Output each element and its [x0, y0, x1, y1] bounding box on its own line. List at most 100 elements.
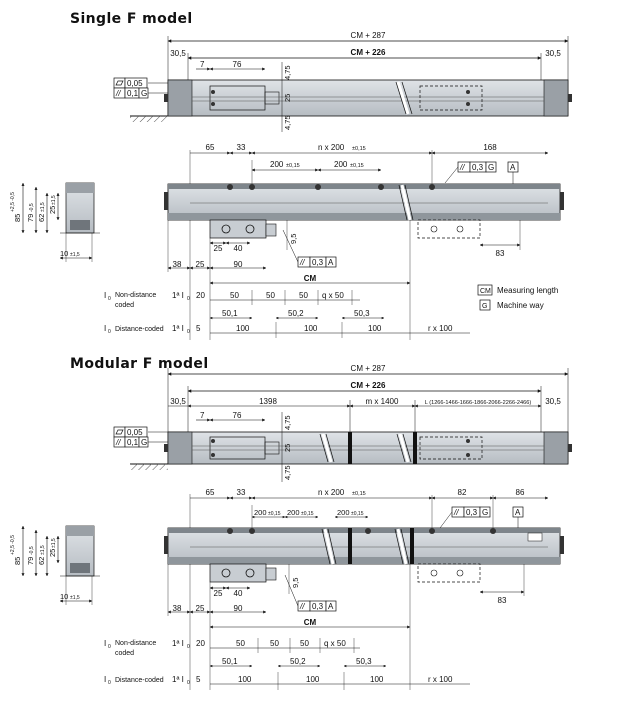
- modular-front-view: 65 33 n x 200 ±0,15 82 86 200 ±0,15 200 …: [164, 488, 564, 690]
- m-front-d95: 9,5: [291, 578, 300, 588]
- dc-3: 100: [368, 324, 382, 333]
- m-dc-sub-0: 50,1: [222, 657, 238, 666]
- m-dim-1398: 1398: [259, 397, 277, 406]
- m-front-d83: 83: [498, 596, 507, 605]
- m-side-h85: 85: [13, 557, 22, 565]
- side-h79-tol: -0,5: [29, 203, 35, 212]
- m-parallelism-ref: G: [141, 438, 147, 447]
- m-front-d25b: 25: [196, 604, 205, 613]
- svg-text:0: 0: [108, 329, 111, 335]
- legend-g-text: Machine way: [497, 301, 544, 310]
- m-nd-1: 50: [236, 639, 245, 648]
- m-dim-25: 25: [283, 444, 292, 452]
- m-front-d65: 65: [206, 488, 215, 497]
- m-front-d90: 90: [234, 604, 243, 613]
- m-nd-label: Non-distance: [115, 640, 156, 647]
- dc-4: r x 100: [428, 324, 453, 333]
- front-par-ref: G: [488, 163, 494, 172]
- dim-475-bottom: 4,75: [283, 115, 292, 130]
- dim-7: 7: [200, 60, 205, 69]
- side-h85-tol: +2,5 -0,5: [10, 192, 16, 212]
- front-d95: 9,5: [289, 234, 298, 244]
- front-d200b-tol: ±0,15: [350, 163, 364, 169]
- svg-text:0: 0: [108, 680, 111, 686]
- svg-text://: //: [299, 258, 305, 267]
- dim-76: 76: [233, 60, 242, 69]
- m-dc-1: 100: [238, 675, 252, 684]
- side-h85: 85: [13, 214, 22, 222]
- side-h25: 25: [48, 206, 57, 214]
- dc-0: 5: [196, 324, 201, 333]
- side-w10: 10: [60, 249, 68, 258]
- m-nd-3: 50: [300, 639, 309, 648]
- m-dim-76: 76: [233, 411, 242, 420]
- m-dc-0: 5: [196, 675, 201, 684]
- svg-text:0: 0: [187, 644, 190, 650]
- side-h62: 62: [37, 214, 46, 222]
- side-h79: 79: [26, 214, 35, 222]
- front-par-value: 0,3: [472, 163, 484, 172]
- dc-1: 100: [236, 324, 250, 333]
- m-side-h25: 25: [48, 549, 57, 557]
- svg-text://: //: [459, 163, 465, 172]
- front-d40: 40: [234, 244, 243, 253]
- m-front-nx200-tol: ±0,15: [352, 491, 366, 497]
- svg-text://: //: [115, 89, 121, 98]
- svg-text:1ª I: 1ª I: [172, 291, 184, 300]
- m-dim-475-bottom: 4,75: [283, 465, 292, 480]
- svg-text:±0,15: ±0,15: [268, 511, 281, 517]
- m-flatness-value: 0,05: [127, 428, 143, 437]
- nd-2: 50: [266, 291, 275, 300]
- nd-1: 50: [230, 291, 239, 300]
- m-side-h79-tol: -0,5: [29, 546, 35, 555]
- svg-text:I: I: [104, 639, 106, 648]
- m-dc-label: Distance-coded: [115, 677, 164, 684]
- front-d168: 168: [483, 143, 497, 152]
- svg-text:±0,15: ±0,15: [301, 511, 314, 517]
- svg-text:I: I: [104, 675, 106, 684]
- m-front-d40: 40: [234, 589, 243, 598]
- dc-label: Distance-coded: [115, 326, 164, 333]
- svg-text:I: I: [104, 291, 106, 300]
- m-dim-475-top: 4,75: [283, 415, 292, 430]
- dim-25: 25: [283, 94, 292, 102]
- svg-text:0: 0: [187, 329, 190, 335]
- front-d200b: 200: [334, 160, 348, 169]
- m-dc-3: 100: [370, 675, 384, 684]
- front-d90: 90: [234, 260, 243, 269]
- m-front-d86: 86: [516, 488, 525, 497]
- dc-sub-1: 50,2: [288, 309, 304, 318]
- front-cm: CM: [304, 274, 317, 283]
- side-h62-tol: ±1,5: [40, 202, 46, 212]
- svg-text://: //: [115, 438, 121, 447]
- front-d38: 38: [173, 260, 182, 269]
- modular-side-section: 85 +2,5 -0,5 79 -0,5 62 ±1,5 25 ±1,5 10 …: [10, 525, 100, 605]
- m-front-datum-a: A: [515, 508, 521, 517]
- m-side-h62-tol: ±1,5: [40, 545, 46, 555]
- single-top-view: CM + 287 CM + 226 30,5 30,5 7 76 4,75 25…: [113, 31, 572, 132]
- m-parallelism-value: 0,1: [127, 438, 139, 447]
- m-dim-7: 7: [200, 411, 205, 420]
- m-front-par2-value: 0,3: [312, 602, 324, 611]
- m-front-d200a: 200: [254, 508, 267, 517]
- nd-3: 50: [299, 291, 308, 300]
- dim-end-left: 30,5: [170, 49, 186, 58]
- dc-sub-2: 50,3: [354, 309, 370, 318]
- modular-top-view: CM + 287 CM + 226 30,5 1398 m x 1400 L (…: [113, 364, 572, 482]
- m-side-h25-tol: ±1,5: [51, 538, 57, 548]
- single-front-view: 65 33 n x 200 ±0,15 168 200 ±0,15 200 ±0…: [164, 143, 564, 340]
- front-d33: 33: [237, 143, 246, 152]
- front-par2-ref: A: [328, 258, 334, 267]
- svg-text:coded: coded: [115, 650, 134, 657]
- m-side-w10-tol: ±1,5: [70, 595, 80, 601]
- nd-4: q x 50: [322, 291, 344, 300]
- front-nx200-tol: ±0,15: [352, 146, 366, 152]
- side-h25-tol: ±1,5: [51, 195, 57, 205]
- svg-text:1ª I: 1ª I: [172, 675, 184, 684]
- m-dim-end-left: 30,5: [170, 397, 186, 406]
- front-d65: 65: [206, 143, 215, 152]
- m-side-w10: 10: [60, 592, 68, 601]
- front-par2-value: 0,3: [312, 258, 324, 267]
- dim-475-top: 4,75: [283, 65, 292, 80]
